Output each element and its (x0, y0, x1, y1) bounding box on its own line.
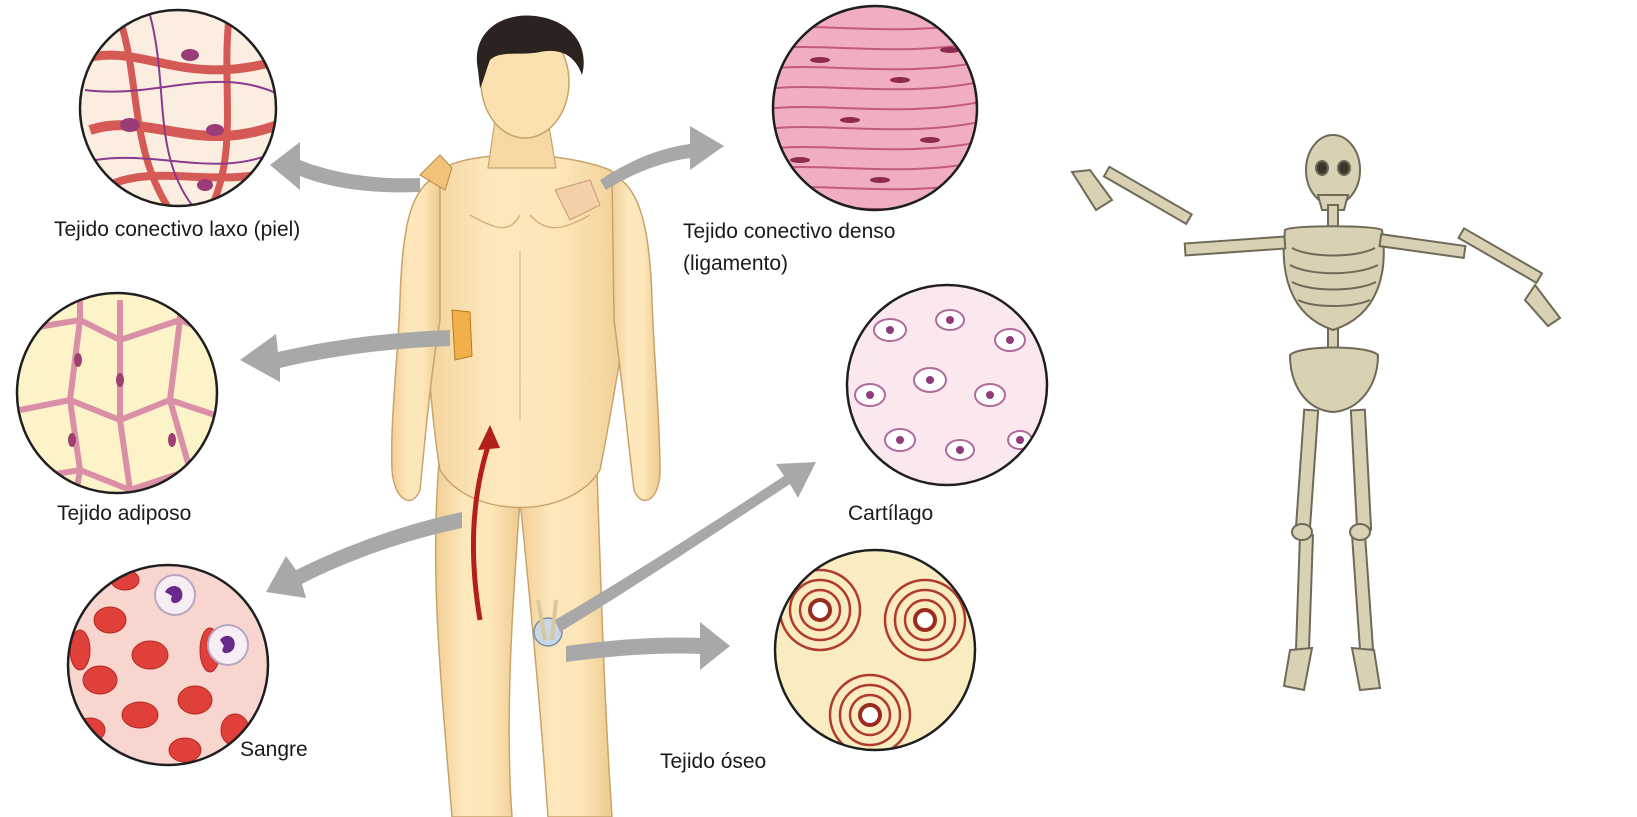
label-ligamento: (ligamento) (683, 250, 788, 278)
label-tejido-conectivo-laxo: Tejido conectivo laxo (piel) (54, 216, 300, 244)
human-figure (392, 15, 660, 817)
pelvis (1290, 348, 1378, 413)
circle-sangre (68, 565, 268, 765)
circle-tejido-laxo (80, 10, 290, 215)
ribcage (1284, 226, 1384, 330)
label-tejido-oseo: Tejido óseo (660, 748, 766, 776)
arrow-denso (600, 126, 724, 190)
right-arm (612, 175, 660, 500)
circle-tejido-adiposo (17, 293, 230, 500)
arrow-sangre (266, 512, 462, 598)
circle-cartilago (847, 267, 1047, 485)
adipose-patch (452, 310, 472, 360)
label-cartilago: Cartílago (848, 500, 933, 528)
skeleton (1072, 135, 1560, 690)
arrow-laxo (270, 142, 420, 192)
label-sangre: Sangre (240, 736, 308, 764)
label-tejido-conectivo-denso: Tejido conectivo denso (683, 218, 895, 246)
circle-tejido-oseo (775, 550, 975, 755)
label-tejido-adiposo: Tejido adiposo (57, 500, 191, 528)
circle-tejido-denso (760, 6, 990, 210)
